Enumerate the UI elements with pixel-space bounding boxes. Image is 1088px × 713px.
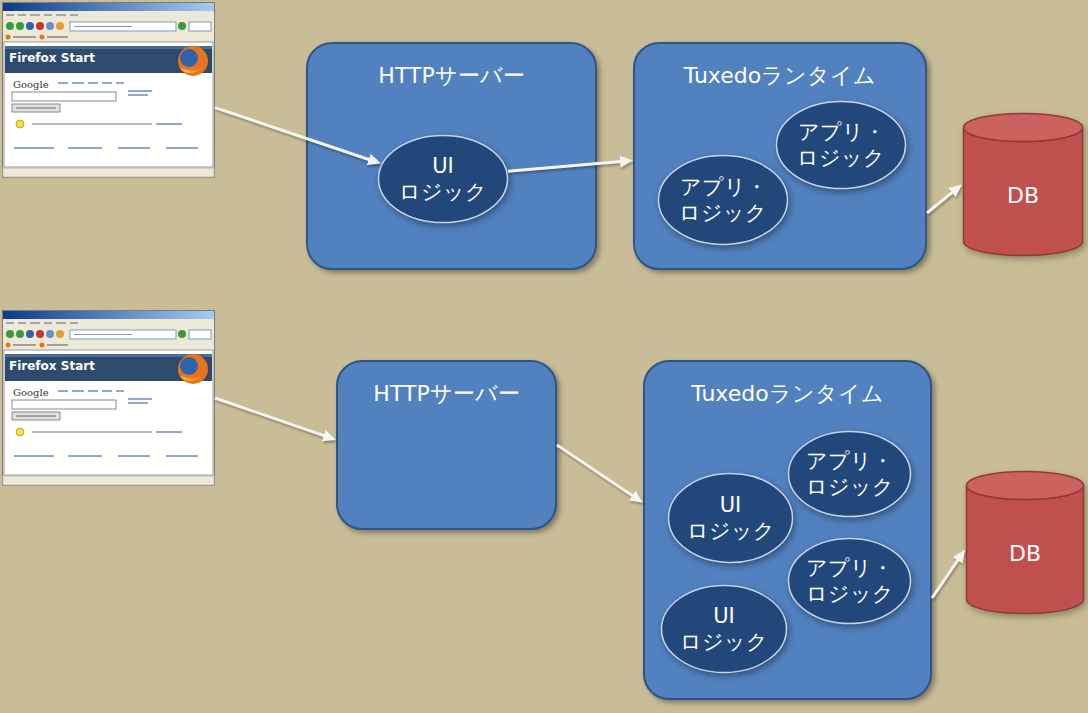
database-label: DB: [1009, 541, 1041, 567]
logic-label: アプリ・ ロジック: [802, 448, 897, 500]
ellipse-shape: [777, 102, 906, 189]
runtime-box: HTTPサーバー: [336, 360, 557, 530]
ellipse-shape: [669, 474, 793, 563]
logic-label: UI ロジック: [393, 153, 493, 205]
flow-arrow: [508, 161, 624, 171]
logic-ellipse: UI ロジック: [660, 584, 788, 674]
browser-screenshot: [3, 3, 215, 178]
database-label: DB: [1007, 183, 1039, 209]
search-logo-text: Google: [13, 79, 215, 91]
logic-ellipse: アプリ・ ロジック: [787, 430, 912, 518]
runtime-box: HTTPサーバー UI ロジック: [306, 42, 597, 270]
box-heading: Tuxedoランタイム: [635, 62, 925, 90]
flow-arrow: [557, 445, 636, 498]
ellipse-shape: [379, 136, 508, 223]
ellipse-outline: [660, 584, 788, 674]
database-cylinder: DB: [962, 112, 1084, 257]
logic-ellipse: アプリ・ ロジック: [787, 537, 912, 625]
ellipse-shape: [789, 432, 911, 517]
ellipse-shape: [659, 156, 788, 245]
box-heading: HTTPサーバー: [338, 380, 555, 408]
ellipse-outline: [377, 134, 509, 224]
browser-page-title: Firefox Start: [9, 359, 215, 374]
logic-ellipse: UI ロジック: [667, 472, 794, 564]
runtime-box: Tuxedoランタイムアプリ・ ロジックUI ロジックアプリ・ ロジックUI ロ…: [643, 360, 932, 700]
logic-ellipse: アプリ・ ロジック: [657, 154, 789, 246]
cylinder-body: [964, 128, 1083, 256]
cylinder-top: [967, 472, 1084, 500]
flow-arrow: [927, 190, 955, 213]
ellipse-outline: [787, 430, 912, 518]
box-heading: Tuxedoランタイム: [645, 380, 930, 408]
box-heading: HTTPサーバー: [308, 62, 595, 90]
logic-label: アプリ・ ロジック: [673, 174, 773, 226]
ellipse-outline: [667, 472, 794, 564]
logic-label: アプリ・ ロジック: [802, 555, 897, 607]
ellipse-outline: [657, 154, 789, 246]
ellipse-shape: [789, 539, 911, 624]
ellipse-shape: [662, 586, 787, 673]
cylinder-body: [967, 486, 1084, 614]
logic-label: UI ロジック: [676, 603, 773, 655]
flow-arrow: [215, 108, 372, 161]
ellipse-outline: [775, 100, 907, 190]
search-logo-text: Google: [13, 387, 215, 399]
browser-page-title: Firefox Start: [9, 51, 215, 66]
logic-label: アプリ・ ロジック: [791, 119, 891, 171]
logic-ellipse: アプリ・ ロジック: [775, 100, 907, 190]
browser-window: Firefox StartGoogle: [2, 310, 215, 486]
cylinder-top: [964, 114, 1083, 142]
flow-arrow: [215, 398, 327, 437]
flow-arrow: [932, 557, 960, 598]
ellipse-outline: [787, 537, 912, 625]
database-cylinder: DB: [965, 470, 1085, 615]
runtime-box: Tuxedoランタイムアプリ・ ロジックアプリ・ ロジック: [633, 42, 927, 270]
logic-ellipse: UI ロジック: [377, 134, 509, 224]
logic-label: UI ロジック: [683, 492, 779, 544]
browser-screenshot: [3, 311, 215, 486]
browser-window: Firefox StartGoogle: [2, 2, 215, 178]
